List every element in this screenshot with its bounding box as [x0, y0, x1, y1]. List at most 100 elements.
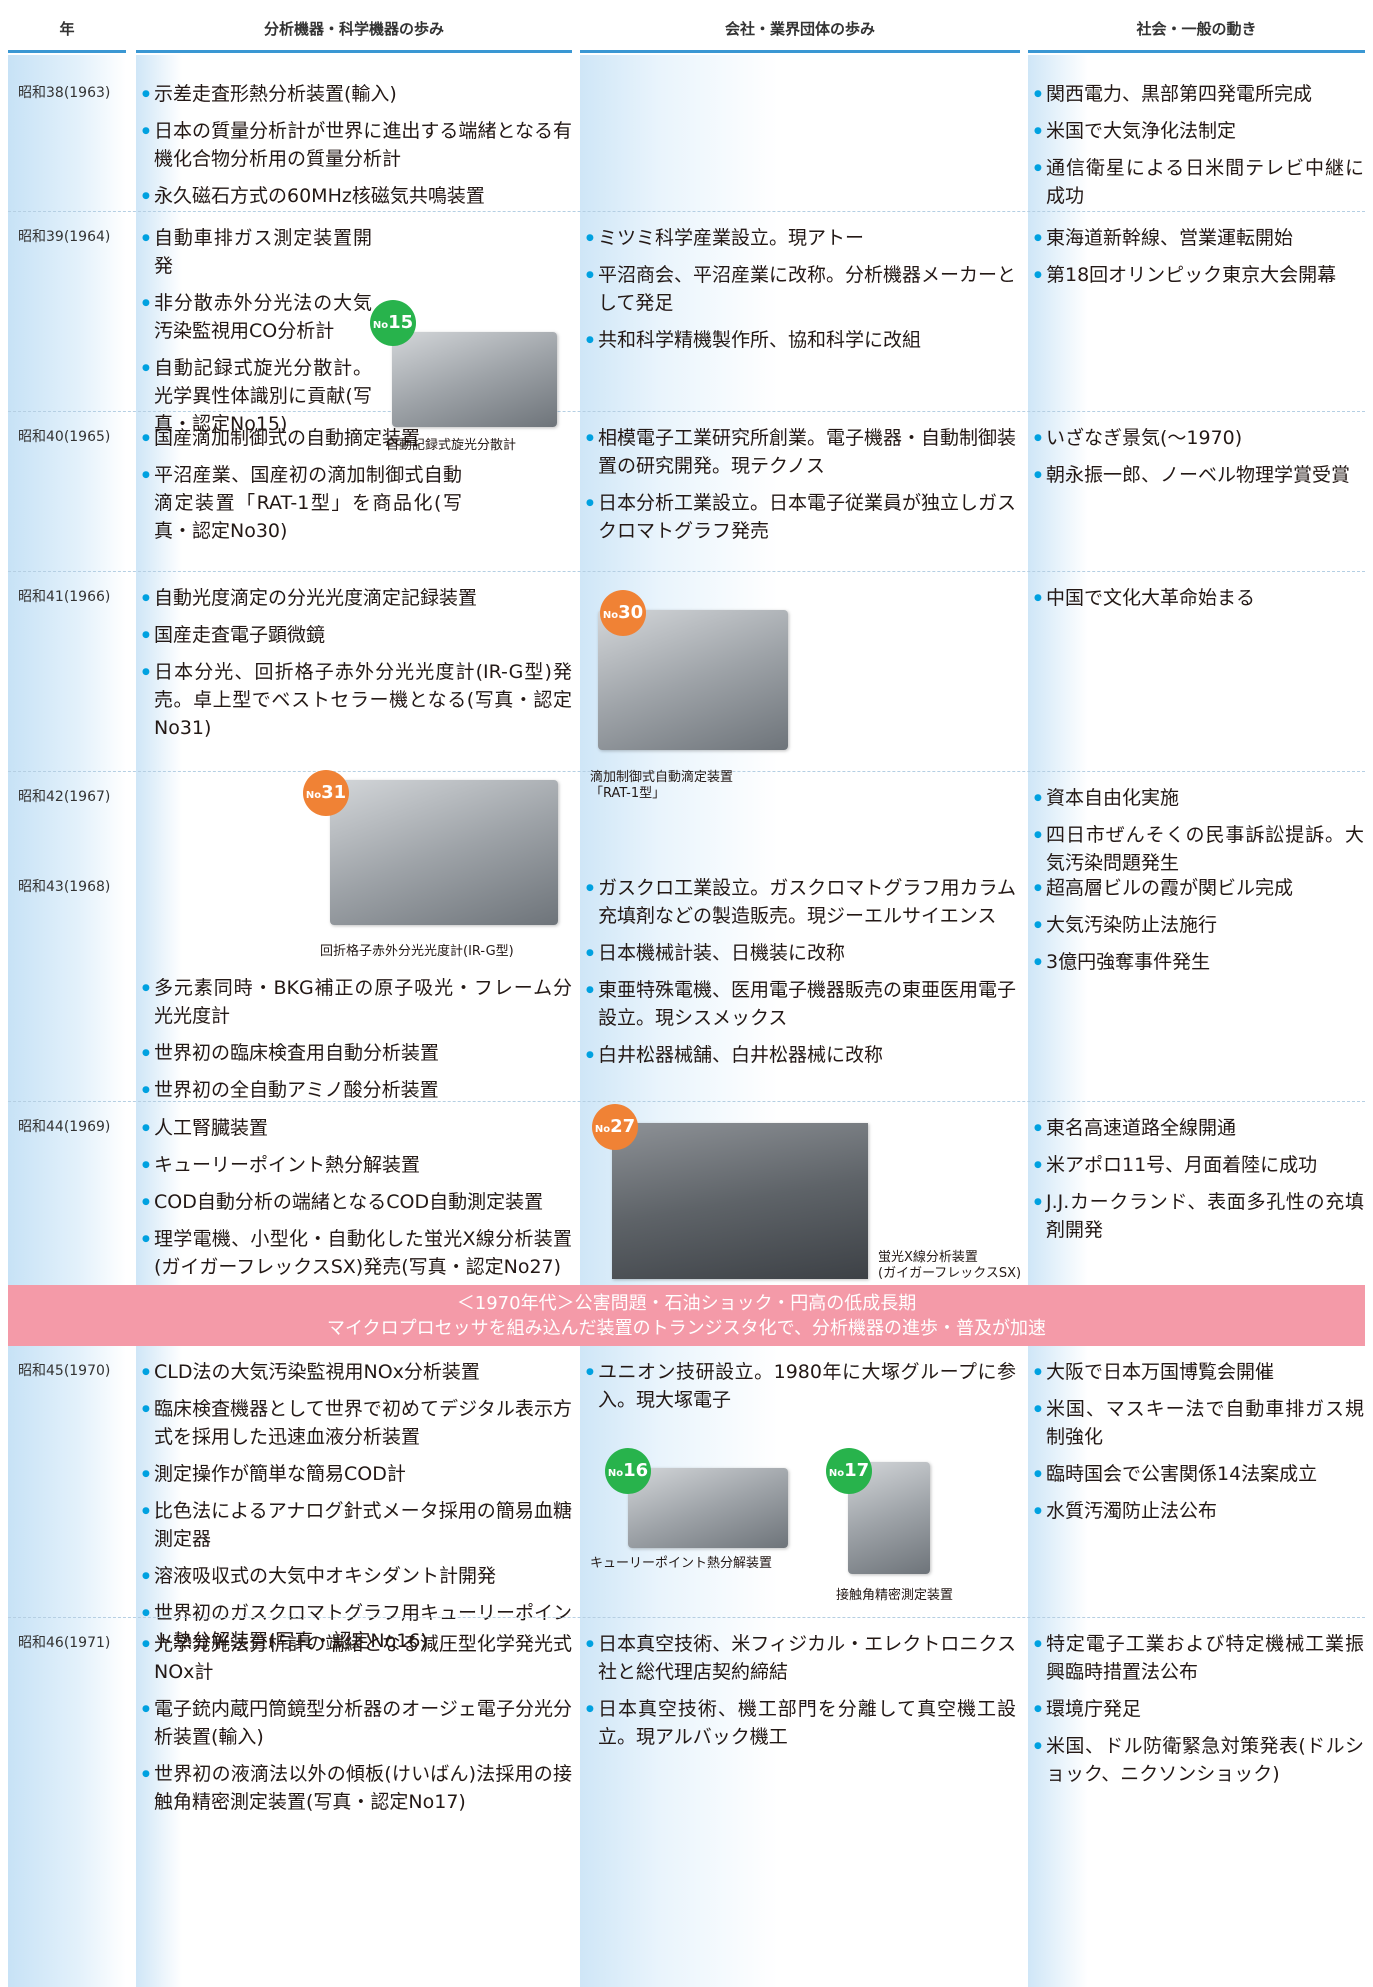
instruments-cell: CLD法の大気汚染監視用NOx分析装置臨床検査機器として世界で初めてデジタル表示… — [142, 1358, 572, 1664]
instrument-photo — [392, 332, 557, 427]
list-item: 相模電子工業研究所創業。電子機器・自動制御装置の研究開発。現テクノス — [586, 424, 1016, 480]
row-year: 昭和42(1967) — [18, 789, 111, 805]
list-item: 世界初の臨床検査用自動分析装置 — [142, 1039, 572, 1067]
society-cell: 特定電子工業および特定機械工業振興臨時措置法公布環境庁発足米国、ドル防衛緊急対策… — [1034, 1630, 1364, 1797]
list-item: 測定操作が簡単な簡易COD計 — [142, 1460, 572, 1488]
instrument-photo — [612, 1123, 868, 1279]
photo-caption: キューリーポイント熱分解装置 — [590, 1556, 773, 1571]
list-item: 朝永振一郎、ノーベル物理学賞受賞 — [1034, 461, 1364, 489]
row-year: 昭和41(1966) — [18, 589, 111, 605]
table-header: 年 分析機器・科学機器の歩み 会社・業界団体の歩み 社会・一般の動き — [0, 0, 1373, 55]
list-item: 環境庁発足 — [1034, 1695, 1364, 1723]
list-item: 超高層ビルの霞が関ビル完成 — [1034, 874, 1364, 902]
row-year: 昭和43(1968) — [18, 879, 111, 895]
table-row: 昭和45(1970) CLD法の大気汚染監視用NOx分析装置臨床検査機器として世… — [0, 1346, 1373, 1652]
instruments-cell: 国産滴加制御式の自動摘定装置平沼産業、国産初の滴加制御式自動滴定装置「RAT-1… — [142, 424, 462, 554]
certification-badge: No31 — [303, 770, 349, 816]
list-item: いざなぎ景気(～1970) — [1034, 424, 1364, 452]
list-item: 大阪で日本万国博覧会開催 — [1034, 1358, 1364, 1386]
photo-caption: 「RAT-1型」 — [590, 786, 666, 801]
company-cell: 相模電子工業研究所創業。電子機器・自動制御装置の研究開発。現テクノス日本分析工業… — [586, 424, 1016, 554]
society-cell: 関西電力、黒部第四発電所完成米国で大気浄化法制定通信衛星による日米間テレビ中継に… — [1034, 80, 1364, 219]
header-company: 会社・業界団体の歩み — [724, 20, 875, 38]
photo-caption: 蛍光X線分析装置 — [878, 1250, 978, 1265]
list-item: ガスクロ工業設立。ガスクロマトグラフ用カラム充填剤などの製造販売。現ジーエルサイ… — [586, 874, 1016, 930]
list-item: 世界初の液滴法以外の傾板(けいばん)法採用の接触角精密測定装置(写真・認定No1… — [142, 1760, 572, 1816]
header-year: 年 — [59, 20, 75, 38]
instruments-cell: 多元素同時・BKG補正の原子吸光・フレーム分光光度計世界初の臨床検査用自動分析装… — [142, 974, 572, 1113]
list-item: 日本真空技術、米フィジカル・エレクトロニクス社と総代理店契約締結 — [586, 1630, 1016, 1686]
list-item: 人工腎臓装置 — [142, 1114, 572, 1142]
list-item: COD自動分析の端緒となるCOD自動測定装置 — [142, 1188, 572, 1216]
list-item: 臨床検査機器として世界で初めてデジタル表示方式を採用した迅速血液分析装置 — [142, 1395, 572, 1451]
header-rule — [1028, 50, 1365, 53]
society-cell: 超高層ビルの霞が関ビル完成大気汚染防止法施行3億円強奪事件発生 — [1034, 874, 1364, 985]
certification-badge: No16 — [605, 1448, 651, 1494]
list-item: 非分散赤外分光法の大気汚染監視用CO分析計 — [142, 289, 372, 345]
photo-caption: 自動記録式旋光分散計 — [386, 438, 517, 453]
list-item: ユニオン技研設立。1980年に大塚グループに参入。現大塚電子 — [586, 1358, 1016, 1414]
table-row: 昭和41(1966) 自動光度滴定の分光光度滴定記録装置国産走査電子顕微鏡日本分… — [0, 572, 1373, 772]
row-year: 昭和38(1963) — [18, 85, 111, 101]
list-item: 米アポロ11号、月面着陸に成功 — [1034, 1151, 1364, 1179]
certification-badge: No30 — [600, 590, 646, 636]
society-cell: 東海道新幹線、営業運転開始第18回オリンピック東京大会開幕 — [1034, 224, 1364, 298]
list-item: 自動車排ガス測定装置開発 — [142, 224, 372, 280]
list-item: 国産滴加制御式の自動摘定装置 — [142, 424, 462, 452]
table-row: 昭和43(1968) 多元素同時・BKG補正の原子吸光・フレーム分光光度計世界初… — [0, 862, 1373, 1104]
instrument-photo — [628, 1468, 788, 1548]
society-cell: 資本自由化実施四日市ぜんそくの民事訴訟提訴。大気汚染問題発生 — [1034, 784, 1364, 886]
list-item: 東海道新幹線、営業運転開始 — [1034, 224, 1364, 252]
list-item: 日本分析工業設立。日本電子従業員が独立しガスクロマトグラフ発売 — [586, 489, 1016, 545]
table-row: 昭和46(1971) 光学発光法分析計の端緒となる減圧型化学発光式NOx計電子銃… — [0, 1618, 1373, 1987]
list-item: キューリーポイント熱分解装置 — [142, 1151, 572, 1179]
row-divider — [8, 1617, 1365, 1618]
list-item: 国産走査電子顕微鏡 — [142, 621, 572, 649]
list-item: 通信衛星による日米間テレビ中継に成功 — [1034, 154, 1364, 210]
list-item: 示差走査形熱分析装置(輸入) — [142, 80, 572, 108]
list-item: 溶液吸収式の大気中オキシダント計開発 — [142, 1562, 572, 1590]
photo-caption: (ガイガーフレックスSX) — [878, 1266, 1022, 1281]
table-row: 昭和39(1964) 自動車排ガス測定装置開発非分散赤外分光法の大気汚染監視用C… — [0, 212, 1373, 435]
society-cell: 東名高速道路全線開通米アポロ11号、月面着陸に成功J.J.カークランド、表面多孔… — [1034, 1114, 1364, 1253]
photo-caption: 回折格子赤外分光光度計(IR-G型) — [320, 944, 514, 959]
banner-line-1: ＜1970年代＞公害問題・石油ショック・円高の低成長期 — [456, 1293, 917, 1314]
header-society: 社会・一般の動き — [1136, 20, 1257, 38]
instruments-cell: 光学発光法分析計の端緒となる減圧型化学発光式NOx計電子銃内蔵円筒鏡型分析器のオ… — [142, 1630, 572, 1825]
list-item: 世界初の全自動アミノ酸分析装置 — [142, 1076, 572, 1104]
list-item: 日本の質量分析計が世界に進出する端緒となる有機化合物分析用の質量分析計 — [142, 117, 572, 173]
instruments-cell: 自動光度滴定の分光光度滴定記録装置国産走査電子顕微鏡日本分光、回折格子赤外分光光… — [142, 584, 572, 751]
list-item: 四日市ぜんそくの民事訴訟提訴。大気汚染問題発生 — [1034, 821, 1364, 877]
list-item: 東亜特殊電機、医用電子機器販売の東亜医用電子設立。現シスメックス — [586, 976, 1016, 1032]
list-item: 日本機械計装、日機装に改称 — [586, 939, 1016, 967]
company-cell: ユニオン技研設立。1980年に大塚グループに参入。現大塚電子 — [586, 1358, 1016, 1423]
list-item: ミツミ科学産業設立。現アトー — [586, 224, 1016, 252]
list-item: 比色法によるアナログ針式メータ採用の簡易血糖測定器 — [142, 1497, 572, 1553]
header-rule — [580, 50, 1020, 53]
company-cell: ミツミ科学産業設立。現アトー平沼商会、平沼産業に改称。分析機器メーカーとして発足… — [586, 224, 1016, 363]
list-item: 永久磁石方式の60MHz核磁気共鳴装置 — [142, 182, 572, 210]
list-item: 中国で文化大革命始まる — [1034, 584, 1364, 612]
row-year: 昭和40(1965) — [18, 429, 111, 445]
list-item: 光学発光法分析計の端緒となる減圧型化学発光式NOx計 — [142, 1630, 572, 1686]
instruments-cell: 示差走査形熱分析装置(輸入) 日本の質量分析計が世界に進出する端緒となる有機化合物… — [142, 80, 572, 219]
year-column-band — [8, 55, 126, 1987]
list-item: 理学電機、小型化・自動化した蛍光X線分析装置(ガイガーフレックスSX)発売(写真… — [142, 1225, 572, 1281]
list-item: 米国、マスキー法で自動車排ガス規制強化 — [1034, 1395, 1364, 1451]
row-divider — [8, 411, 1365, 412]
list-item: J.J.カークランド、表面多孔性の充填剤開発 — [1034, 1188, 1364, 1244]
list-item: 米国、ドル防衛緊急対策発表(ドルショック、ニクソンショック) — [1034, 1732, 1364, 1788]
table-row: 昭和44(1969) 人工腎臓装置キューリーポイント熱分解装置COD自動分析の端… — [0, 1102, 1373, 1285]
header-rule — [136, 50, 572, 53]
list-item: 平沼商会、平沼産業に改称。分析機器メーカーとして発足 — [586, 261, 1016, 317]
list-item: 日本真空技術、機工部門を分離して真空機工設立。現アルバック機工 — [586, 1695, 1016, 1751]
certification-badge: No27 — [592, 1104, 638, 1150]
list-item: 電子銃内蔵円筒鏡型分析器のオージェ電子分光分析装置(輸入) — [142, 1695, 572, 1751]
photo-caption: 滴加制御式自動滴定装置 — [590, 770, 734, 785]
photo-caption: 接触角精密測定装置 — [836, 1588, 954, 1603]
list-item: 米国で大気浄化法制定 — [1034, 117, 1364, 145]
instrument-photo — [330, 780, 558, 925]
row-year: 昭和39(1964) — [18, 229, 111, 245]
list-item: CLD法の大気汚染監視用NOx分析装置 — [142, 1358, 572, 1386]
list-item: 多元素同時・BKG補正の原子吸光・フレーム分光光度計 — [142, 974, 572, 1030]
